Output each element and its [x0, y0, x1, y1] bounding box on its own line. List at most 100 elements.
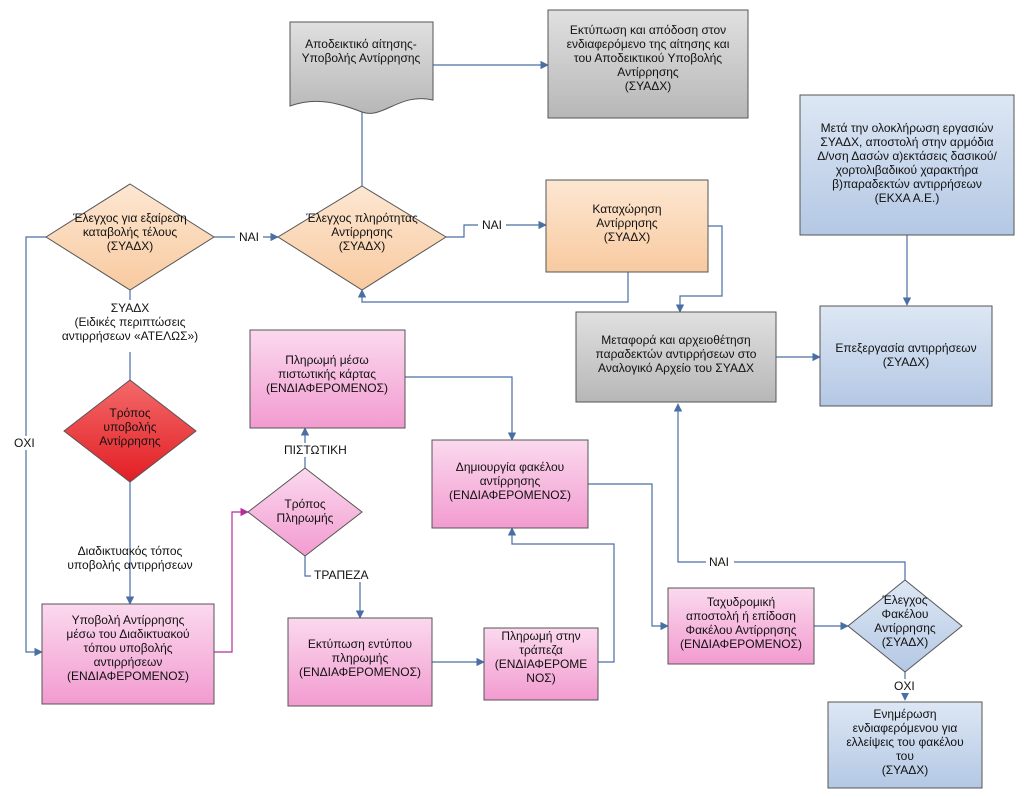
after-completion-line: β)παραδεκτών αντιρρήσεων: [832, 177, 982, 191]
submission-mode-line: υποβολής: [103, 420, 156, 434]
notify-line: ενδιαφερόμενου για: [853, 721, 958, 735]
notify-line: ελλείψεις του φακέλου: [846, 735, 963, 749]
bank-payment-line: (ΕΝΔΙΑΦΕΡΟΜΕ: [495, 657, 588, 671]
notify-line: (ΣΥΑΔΧ): [882, 763, 929, 777]
transfer-archive-line: Μεταφορά και αρχειοθέτηση: [601, 333, 750, 347]
bank-payment-line: Πληρωμή στην: [501, 629, 580, 643]
submit-online-line: τόπου υποβολής: [83, 641, 172, 655]
transfer-archive-line: παραδεκτών αντιρρήσεων στο: [596, 347, 757, 361]
card-payment-line: (ΕΝΔΙΑΦΕΡΟΜΕΝΟΣ): [266, 381, 388, 395]
yes-complete-label: ΝΑΙ: [482, 218, 502, 232]
notify-box: [827, 701, 983, 789]
print-form-line: (ΕΝΔΙΑΦΕΡΟΜΕΝΟΣ): [299, 665, 421, 679]
after-completion-line: Δ/νση Δασών α)εκτάσεις δασικού/: [817, 149, 997, 163]
website-label-line: Διαδικτυακός τόπος: [78, 544, 183, 558]
fee-check-line: (ΣΥΑΔΧ): [107, 239, 154, 253]
folder-check-line: Φακέλου: [882, 607, 929, 621]
special-cases-line: (Ειδικές περιπτώσεις: [74, 315, 185, 329]
receipt-document-shape: [289, 21, 434, 114]
edge-submit-to-payment: [214, 507, 249, 653]
after-completion-line: ΣΥΑΔΧ, αποστολή στην αρμόδια: [820, 135, 993, 149]
special-cases-line: ΣΥΑΔΧ: [111, 301, 150, 315]
after-completion-box: [799, 94, 1015, 236]
processing-box: [819, 305, 993, 407]
registration-line: Καταχώρηση: [592, 202, 661, 216]
folder-check-line: Αντίρρησης: [874, 621, 936, 635]
submit-online-box: [41, 603, 215, 705]
print-form-line: Εκτύπωση εντύπου: [308, 637, 412, 651]
receipt-line: Υποβολής Αντίρρησης: [302, 51, 421, 65]
postal-send-line: αποστολή ή επίδοση: [686, 609, 796, 623]
postal-send-line: Φακέλου Αντίρρησης: [686, 623, 797, 637]
postal-send-line: (ΕΝΔΙΑΦΕΡΟΜΕΝΟΣ): [680, 637, 802, 651]
create-folder-line: (ΕΝΔΙΑΦΕΡΟΜΕΝΟΣ): [449, 488, 571, 502]
postal-send-line: Ταχυδρομική: [707, 595, 775, 609]
submission-mode-line: Τρόπος: [109, 406, 150, 420]
edge-bank-to-folder: [507, 527, 615, 663]
notify-line: Ενημέρωση: [873, 707, 936, 721]
completeness-check-line: Αντίρρησης: [331, 225, 393, 239]
nodes: Αποδεικτικό αίτησης-Υποβολής Αντίρρησης …: [41, 9, 1015, 789]
payment-mode-diamond: [247, 467, 363, 557]
print-deliver-line: του Αποδεικτικού Υποβολής: [574, 51, 722, 65]
edge-payment-to-print: [304, 556, 365, 619]
folder-check-diamond: [847, 579, 963, 673]
card-payment-box: [249, 329, 406, 429]
folder-check-line: (ΣΥΑΔΧ): [882, 635, 929, 649]
create-folder-line: αντίρρησης: [480, 474, 541, 488]
card-payment-line: Πληρωμή μέσω: [285, 353, 369, 367]
transfer-archive-box: [575, 311, 777, 403]
postal-send-box: [667, 587, 815, 665]
submit-online-line: μέσω του Διαδικτυακού: [66, 627, 189, 641]
website-label-line: υποβολής αντιρρήσεων: [67, 558, 192, 572]
edge-folder-to-postal: [588, 483, 669, 631]
processing-line: Επεξεργασία αντιρρήσεων: [835, 341, 976, 355]
registration-line: Αντίρρησης: [596, 216, 658, 230]
bank-payment-line: ΝΟΣ): [526, 671, 555, 685]
edge-labels: ΝΑΙ ΝΑΙ ΝΑΙ ΟΧΙ ΟΧΙ ΠΙΣΤΩΤΙΚΗ ΤΡΑΠΕΖΑ: [12, 218, 920, 693]
fee-check-diamond: [45, 183, 215, 291]
submit-online-line: (ΕΝΔΙΑΦΕΡΟΜΕΝΟΣ): [67, 669, 189, 683]
payment-mode-line: Τρόπος: [284, 497, 325, 511]
receipt-text: Αποδεικτικό αίτησης-Υποβολής Αντίρρησης: [302, 37, 421, 65]
completeness-check-diamond: [277, 185, 447, 291]
bank-payment-box: [483, 627, 599, 701]
card-payment-line: πιστωτικής κάρτας: [278, 367, 376, 381]
connectors: [25, 60, 912, 701]
create-folder-line: Δημιουργία φακέλου: [456, 460, 564, 474]
completeness-check-line: Έλεγχος πληρότητας: [305, 211, 418, 225]
processing-line: (ΣΥΑΔΧ): [883, 355, 930, 369]
edge-card-to-folder: [405, 376, 517, 441]
submission-mode-line: Αντίρρησης: [99, 434, 161, 448]
no-folder-label: ΟΧΙ: [894, 679, 915, 693]
yes-fee-label: ΝΑΙ: [239, 230, 259, 244]
bank-payment-line: τράπεζα: [519, 643, 563, 657]
print-deliver-line: Αντίρρησης: [617, 65, 679, 79]
payment-mode-line: Πληρωμής: [277, 511, 334, 525]
processing-text: Επεξεργασία αντιρρήσεων(ΣΥΑΔΧ): [835, 341, 976, 369]
transfer-archive-line: Αναλογικό Αρχείο του ΣΥΑΔΧ: [598, 361, 754, 375]
after-completion-line: (ΕΚΧΑ Α.Ε.): [875, 191, 940, 205]
fee-check-line: Έλεγχος για εξαίρεση: [72, 211, 187, 225]
edge-registration-back: [357, 272, 629, 303]
print-form-line: πληρωμής: [332, 651, 389, 665]
completeness-check-line: (ΣΥΑΔΧ): [339, 239, 386, 253]
print-deliver-line: Εκτύπωση και απόδοση στον: [570, 23, 726, 37]
edge-registration-to-transfer: [675, 225, 723, 313]
